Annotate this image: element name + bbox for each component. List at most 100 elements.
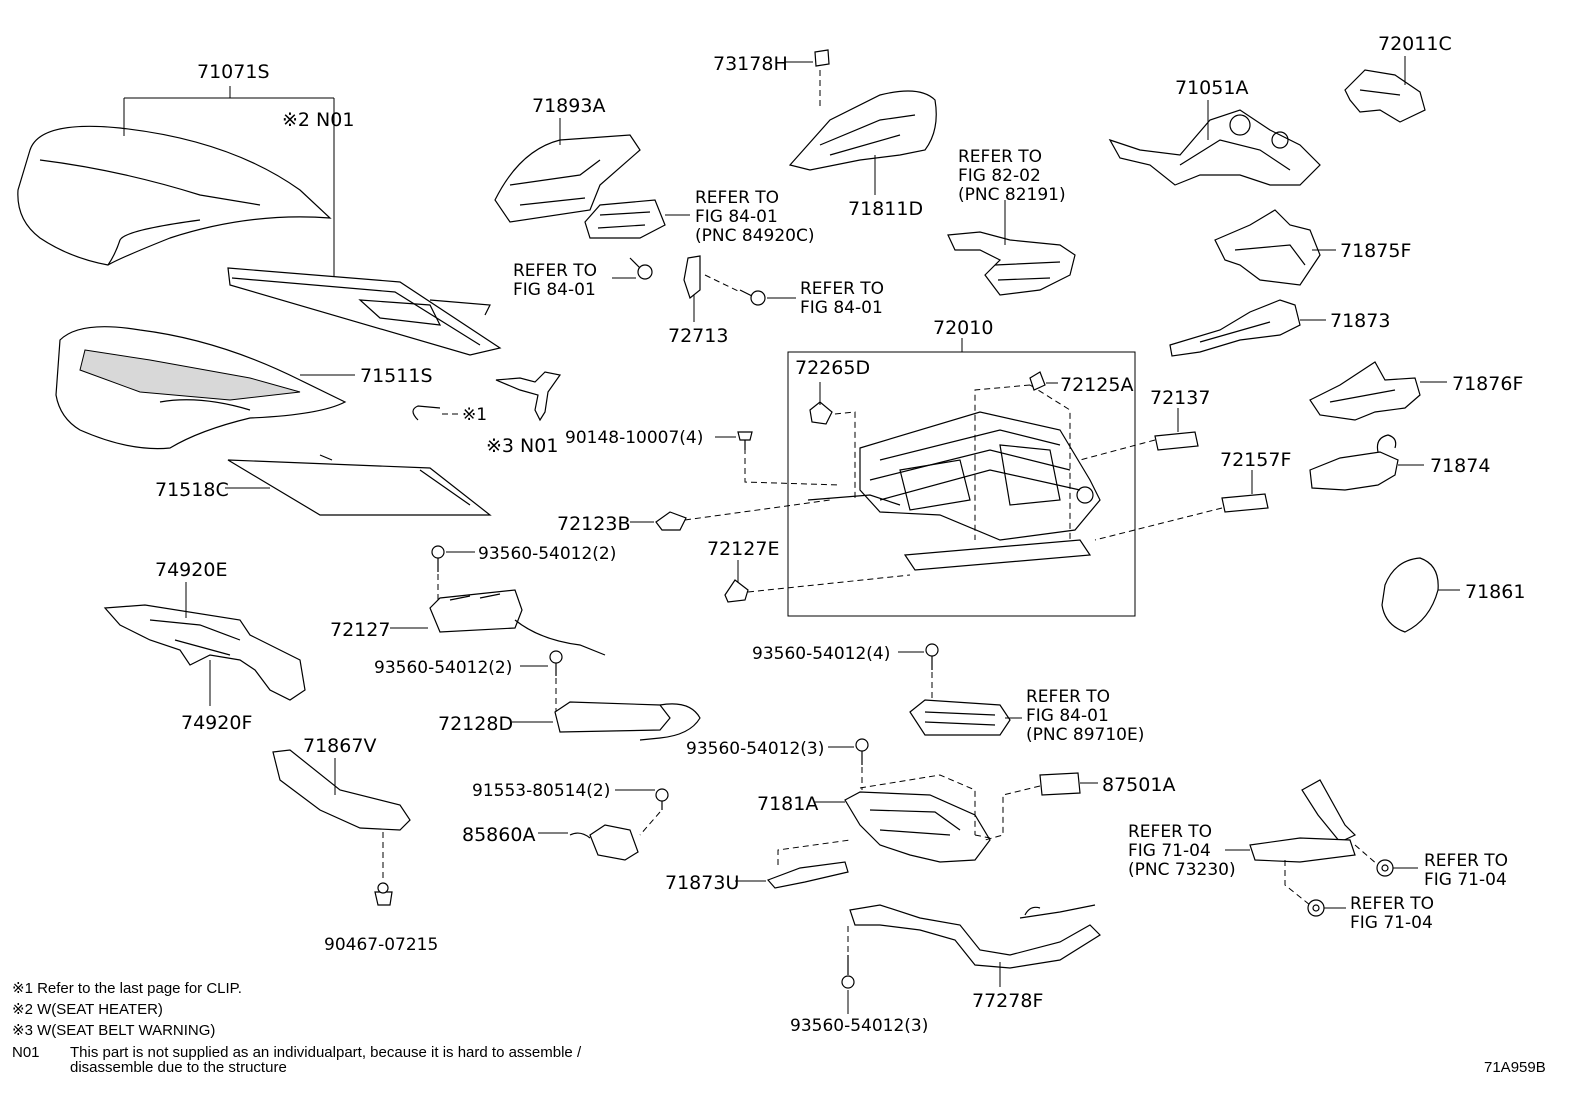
part-labels: 71071S ※2 N01 71511S ※1 ※3 N01 71518C 74… <box>155 33 1525 1036</box>
part-72123B-drawing <box>655 511 687 531</box>
label-71861: 71861 <box>1465 581 1525 603</box>
label-72128D: 72128D <box>438 713 513 735</box>
dash-91553 <box>639 811 661 836</box>
part-77278F-drawing <box>849 904 1101 969</box>
label-73178H: 73178H <box>713 53 788 75</box>
label-71867V: 71867V <box>303 735 376 757</box>
part-72265D-drawing <box>809 401 833 425</box>
label-ref8401c-1: REFER TO <box>800 279 884 299</box>
label-ref8202-3: (PNC 82191) <box>958 185 1066 205</box>
part-71873U-drawing <box>766 861 849 889</box>
part-72127E-drawing <box>724 579 749 603</box>
label-ref8401b-2: FIG 84-01 <box>513 280 596 300</box>
label-71071S: 71071S <box>197 61 270 83</box>
label-77278F: 77278F <box>972 990 1043 1012</box>
label-clip: ※1 <box>462 405 487 425</box>
label-72137: 72137 <box>1150 387 1210 409</box>
footnotes: ※1 Refer to the last page for CLIP. ※2 W… <box>12 980 582 1076</box>
label-ref7104b-2: FIG 71-04 <box>1424 870 1507 890</box>
dash-7181A <box>859 774 991 839</box>
part-nut-b-drawing <box>1307 899 1325 917</box>
part-71875F-drawing <box>1214 209 1321 286</box>
part-71811D-drawing <box>788 90 937 171</box>
part-screw-93560a-drawing <box>431 545 445 572</box>
part-72125A-drawing <box>1029 371 1046 391</box>
label-ref7104a-3: (PNC 73230) <box>1128 860 1236 880</box>
part-7181A-drawing <box>844 791 991 863</box>
part-screw-91553-drawing <box>655 788 669 810</box>
label-ref7104a-2: FIG 71-04 <box>1128 841 1211 861</box>
label-71873U: 71873U <box>665 872 739 894</box>
part-71071S-drawing <box>17 125 332 266</box>
label-ref8401b-1: REFER TO <box>513 261 597 281</box>
label-93560a: 93560-54012(2) <box>478 544 616 564</box>
part-72137-drawing <box>1154 431 1199 451</box>
part-71861-drawing <box>1381 557 1439 633</box>
label-72011C: 72011C <box>1378 33 1452 55</box>
label-72713: 72713 <box>668 325 728 347</box>
part-switch-module-drawing <box>584 199 666 239</box>
dash-72713 <box>704 274 741 293</box>
label-90467: 90467-07215 <box>324 935 438 955</box>
part-72128D-drawing <box>554 701 701 741</box>
part-71876F-drawing <box>1309 361 1421 421</box>
part-71893A-drawing <box>494 134 641 223</box>
label-74920E: 74920E <box>155 559 227 581</box>
part-71511S-drawing <box>55 326 347 450</box>
label-71874: 71874 <box>1430 455 1490 477</box>
part-72011C-drawing <box>1344 69 1426 123</box>
part-85860A-drawing <box>569 824 639 861</box>
part-screw-93560c-drawing <box>925 643 939 670</box>
part-heater-mat-drawing <box>227 267 502 356</box>
label-93560e: 93560-54012(3) <box>790 1016 928 1036</box>
part-screw-b-drawing <box>739 289 766 306</box>
label-ref8401a-1: REFER TO <box>695 188 779 208</box>
label-91553: 91553-80514(2) <box>472 781 610 801</box>
figure-code: 71A959B <box>1484 1059 1546 1076</box>
label-ref8401d-2: FIG 84-01 <box>1026 706 1109 726</box>
dash-72127E <box>747 574 911 593</box>
leader-71071S <box>123 86 335 280</box>
part-harness-8202-drawing <box>947 231 1076 296</box>
label-ref8202-2: FIG 82-02 <box>958 166 1041 186</box>
part-ecu-8401d-drawing <box>909 699 1011 736</box>
label-ref8401a-3: (PNC 84920C) <box>695 226 814 246</box>
dash-87501A <box>984 785 1041 841</box>
part-belt-buckle-drawing <box>1249 779 1357 863</box>
part-72157F-drawing <box>1221 493 1269 513</box>
label-71518C: 71518C <box>155 479 229 501</box>
label-93560d: 93560-54012(3) <box>686 739 824 759</box>
part-screw-93560b-drawing <box>549 650 563 676</box>
label-72123B: 72123B <box>557 513 630 535</box>
part-71051A-drawing <box>1108 109 1321 186</box>
label-74920F: 74920F <box>181 712 252 734</box>
part-71873-drawing <box>1169 299 1301 357</box>
label-72010: 72010 <box>933 317 993 339</box>
part-screw-a-drawing <box>629 257 653 280</box>
label-72125A: 72125A <box>1060 374 1133 396</box>
label-ref8401c-2: FIG 84-01 <box>800 298 883 318</box>
label-93560c: 93560-54012(4) <box>752 644 890 664</box>
label-N01-heater: ※2 N01 <box>282 109 354 131</box>
part-74920-drawing <box>103 604 306 701</box>
label-71875F: 71875F <box>1340 240 1411 262</box>
footnote-n01-line2: disassemble due to the structure <box>70 1059 287 1076</box>
label-71811D: 71811D <box>848 198 923 220</box>
dash-ref7104b <box>1354 844 1379 866</box>
label-ref7104c-2: FIG 71-04 <box>1350 913 1433 933</box>
part-screw-93560d-drawing <box>855 738 869 765</box>
label-71511S: 71511S <box>360 365 433 387</box>
label-85860A: 85860A <box>462 824 535 846</box>
label-ref8202-1: REFER TO <box>958 147 1042 167</box>
footnote-belt-warning: ※3 W(SEAT BELT WARNING) <box>12 1022 215 1039</box>
footnote-seat-heater: ※2 W(SEAT HEATER) <box>12 1001 163 1018</box>
dash-72265D <box>824 411 856 500</box>
dash-71873U <box>777 839 851 865</box>
part-72127-drawing <box>429 589 606 656</box>
label-71893A: 71893A <box>532 95 605 117</box>
part-90148-drawing <box>737 431 753 450</box>
part-screw-93560e-drawing <box>841 955 855 989</box>
part-87501A-drawing <box>1039 772 1081 796</box>
label-72157F: 72157F <box>1220 449 1291 471</box>
